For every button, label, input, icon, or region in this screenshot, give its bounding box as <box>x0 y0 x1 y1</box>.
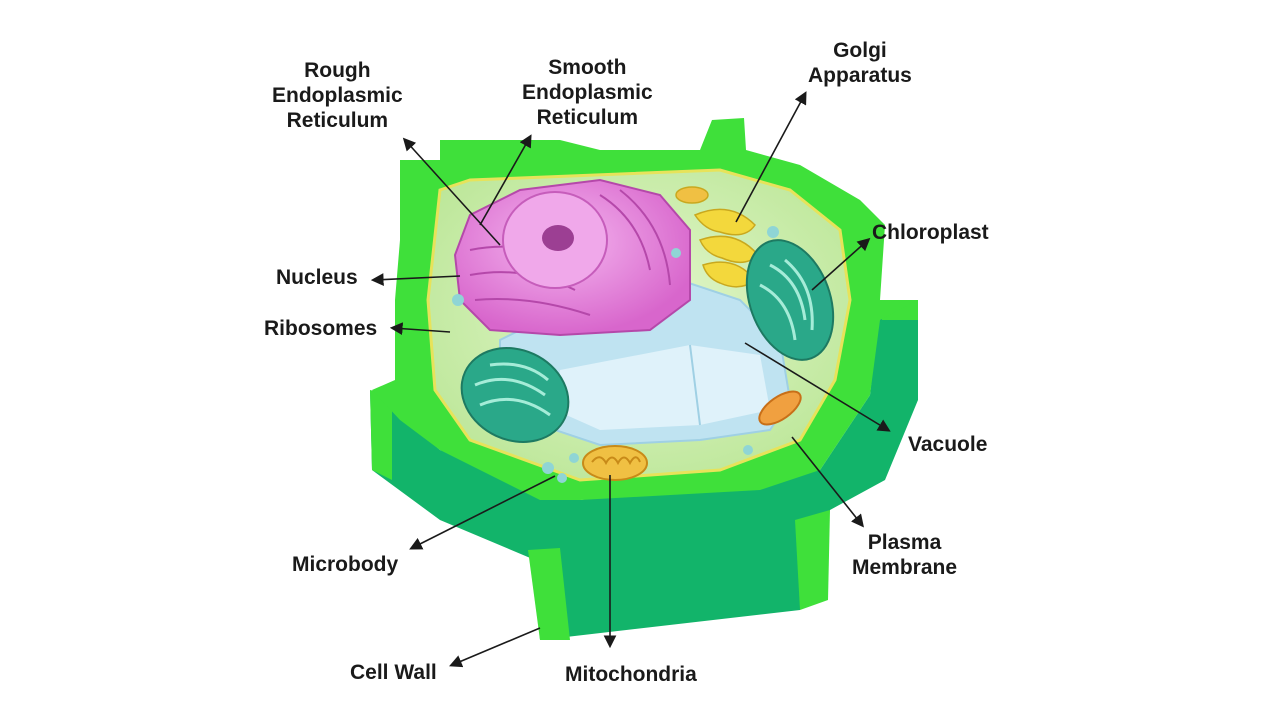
mitochondria-shape <box>582 445 648 481</box>
leader-lines <box>370 91 891 668</box>
label-cell-wall: Cell Wall <box>350 661 437 684</box>
label-smooth-er: Smooth Endoplasmic Reticulum <box>522 56 653 129</box>
label-ribosomes: Ribosomes <box>264 317 378 340</box>
chloroplast-left <box>460 347 570 443</box>
label-chloroplast: Chloroplast <box>872 221 989 244</box>
label-golgi: Golgi Apparatus <box>808 39 912 87</box>
label-microbody: Microbody <box>292 553 399 576</box>
mitochondria-small <box>758 390 802 426</box>
label-plasma-membrane: Plasma Membrane <box>852 531 958 579</box>
label-vacuole: Vacuole <box>908 433 988 456</box>
label-rough-er: Rough Endoplasmic Reticulum <box>272 59 403 132</box>
nucleus-shape <box>453 178 691 337</box>
label-mitochondria: Mitochondria <box>565 663 697 686</box>
chloroplast-right <box>745 239 835 361</box>
ribosome-dots <box>452 226 779 483</box>
label-nucleus: Nucleus <box>276 266 358 289</box>
